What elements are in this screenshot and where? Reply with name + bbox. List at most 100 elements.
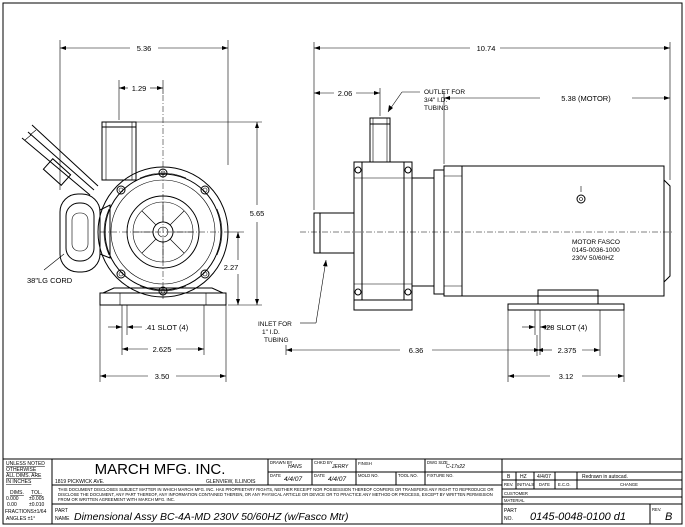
outlet-note-line-2: 3/4" I.D.: [424, 97, 447, 104]
customer-label: CUSTOMER: [504, 491, 528, 496]
dim-length-total: 10.74: [313, 42, 671, 210]
front-base: [99, 287, 227, 306]
dim-width-total: 5.36: [59, 40, 229, 190]
revision-col-change: CHANGE: [620, 482, 638, 487]
drawn-by-label: DRAWN BY: [270, 460, 293, 465]
finish-label: FINISH: [358, 461, 372, 466]
part-name-label-2: NAME: [55, 516, 70, 522]
outlet-note-line-3: TUBING: [424, 105, 449, 112]
tol-angles: ANGLES ±1°: [6, 516, 35, 522]
company-address: 1819 PICKWICK AVE.: [55, 479, 104, 485]
dim-base-outer: 3.50: [99, 305, 227, 382]
dim-shaft-height-label: 2.27: [224, 263, 239, 272]
revision-table: B HZ 4/4/07 Redrawn in autocad. REV. INI…: [502, 471, 682, 503]
motor-note-line-1: MOTOR FASCO: [572, 239, 620, 246]
tolerance-header-4: IN INCHES: [6, 479, 32, 485]
date-value-2: 4/4/07: [328, 476, 346, 483]
dim-base-side-inner: 2.375: [536, 310, 601, 356]
cord-note: 38"LG CORD: [27, 276, 73, 285]
revision-change: Redrawn in autocad.: [582, 474, 628, 480]
company-city: GLENVIEW, ILLINOIS: [206, 479, 256, 485]
dim-outlet-side: 2.06: [314, 88, 381, 116]
inlet-note-line-2: 1" I.D.: [262, 329, 280, 336]
revision-col-initials: INITIALS: [517, 482, 534, 487]
part-name-label-1: PART: [55, 508, 68, 514]
dim-slot-front: .41 SLOT (4): [108, 305, 189, 335]
outlet-pipe: [101, 121, 137, 181]
tolerance-header-3: ALL DIMS. ARE: [6, 473, 42, 479]
dim-base-side-outer: 3.12: [507, 310, 625, 382]
dwg-size-value: C-17x22: [446, 464, 465, 470]
tolerance-header-1: UNLESS NOTED: [6, 461, 45, 467]
revision-rev: B: [507, 474, 511, 480]
housing-bolts: [116, 168, 210, 296]
cord-box: [59, 193, 111, 273]
drawn-by-value: HANS: [288, 464, 303, 470]
dim-outlet-offset-label: 1.29: [132, 84, 147, 93]
motor-note-line-3: 230V 50/60HZ: [572, 255, 614, 262]
outlet-note-line-1: OUTLET FOR: [424, 89, 465, 96]
side-view: MOTOR FASCO 0145-0036-1000 230V 50/60HZ …: [258, 42, 672, 382]
dim-overall-body: 6.36: [285, 335, 541, 355]
dim-base-inner-label: 2.625: [153, 345, 172, 354]
dim-motor-length-label: 5.38 (MOTOR): [561, 94, 611, 103]
dims-label: DIMS.: [10, 490, 24, 496]
part-name: Dimensional Assy BC-4A-MD 230V 50/60HZ (…: [74, 511, 348, 523]
revision-hz: HZ: [520, 474, 527, 480]
company-name: MARCH MFG. INC.: [95, 461, 226, 478]
dim-height-total-label: 5.65: [250, 209, 265, 218]
date-label-2: DATE: [314, 473, 325, 478]
side-pump-head: [353, 161, 413, 301]
disclaimer-line-1: THIS DOCUMENT DISCLOSES SUBJECT MATTER I…: [58, 487, 493, 492]
dim-base-side-inner-label: 2.375: [558, 346, 577, 355]
dwg-size-label: DWG SIZE: [427, 460, 448, 465]
date-value-1: 4/4/07: [284, 476, 302, 483]
dim-slot-side: .28 SLOT (4): [522, 310, 588, 335]
dim-outlet-offset: 1.29: [118, 80, 164, 120]
rev-value: B: [665, 511, 672, 523]
dim-length-total-label: 10.74: [477, 44, 496, 53]
side-inlet-pipe: [313, 212, 355, 254]
date-label-1: DATE: [270, 473, 281, 478]
tol-dims-1: 0.000: [6, 496, 19, 502]
dim-slot-side-label: .28 SLOT (4): [544, 323, 588, 332]
motor-note: MOTOR FASCO 0145-0036-1000 230V 50/60HZ: [572, 239, 620, 262]
title-block: UNLESS NOTED OTHERWISE ALL DIMS. ARE IN …: [2, 458, 683, 525]
revision-col-eco: E.C.O.: [558, 482, 571, 487]
revision-col-date: DATE: [539, 482, 550, 487]
part-no-label-1: PART: [504, 508, 517, 514]
tol-value-1: ±0.005: [29, 496, 44, 502]
tolerance-header-2: OTHERWISE: [6, 467, 37, 473]
tol-fractions: FRACTIONS±1/64: [5, 509, 47, 515]
dim-base-outer-label: 3.50: [155, 372, 170, 381]
tolerance-block: UNLESS NOTED OTHERWISE ALL DIMS. ARE IN …: [5, 461, 47, 522]
dim-width-total-label: 5.36: [137, 44, 152, 53]
outlet-note: OUTLET FOR 3/4" I.D. TUBING: [387, 89, 465, 113]
side-coupling: [411, 169, 445, 295]
chkd-by-value: JERRY: [331, 464, 349, 470]
dim-overall-body-label: 6.36: [409, 346, 424, 355]
tol-dims-2: 0.00: [7, 502, 17, 508]
mold-label: MOLD NO.: [358, 473, 379, 478]
material-label: MATERIAL: [504, 498, 525, 503]
inlet-note-line-1: INLET FOR: [258, 321, 292, 328]
dim-base-inner: 2.625: [121, 305, 205, 355]
inlet-note: INLET FOR 1" I.D. TUBING: [258, 259, 328, 344]
motor-note-line-2: 0145-0036-1000: [572, 247, 620, 254]
side-pump-base: [353, 299, 413, 311]
dim-shaft-height: 2.27: [224, 231, 244, 305]
tol-value-2: ±0.010: [29, 502, 44, 508]
side-motor: [443, 165, 671, 297]
tol-label: TOL.: [31, 490, 42, 496]
side-motor-base: [507, 289, 625, 311]
front-view: 5.36 1.29 5.65 2.2: [21, 40, 265, 382]
disclaimer-line-3: FROM OR WRITTEN AGREEMENT WITH MARCH MFG…: [58, 497, 175, 502]
disclaimer-line-2: DISCLOSE THE DOCUMENT, ANY PART THEREOF,…: [58, 492, 493, 497]
tool-label: TOOL NO.: [398, 473, 418, 478]
dim-base-side-outer-label: 3.12: [559, 372, 574, 381]
fixture-label: FIXTURE NO.: [427, 473, 454, 478]
rev-label: REV.: [652, 507, 661, 512]
part-no-label-2: NO.: [504, 516, 513, 522]
